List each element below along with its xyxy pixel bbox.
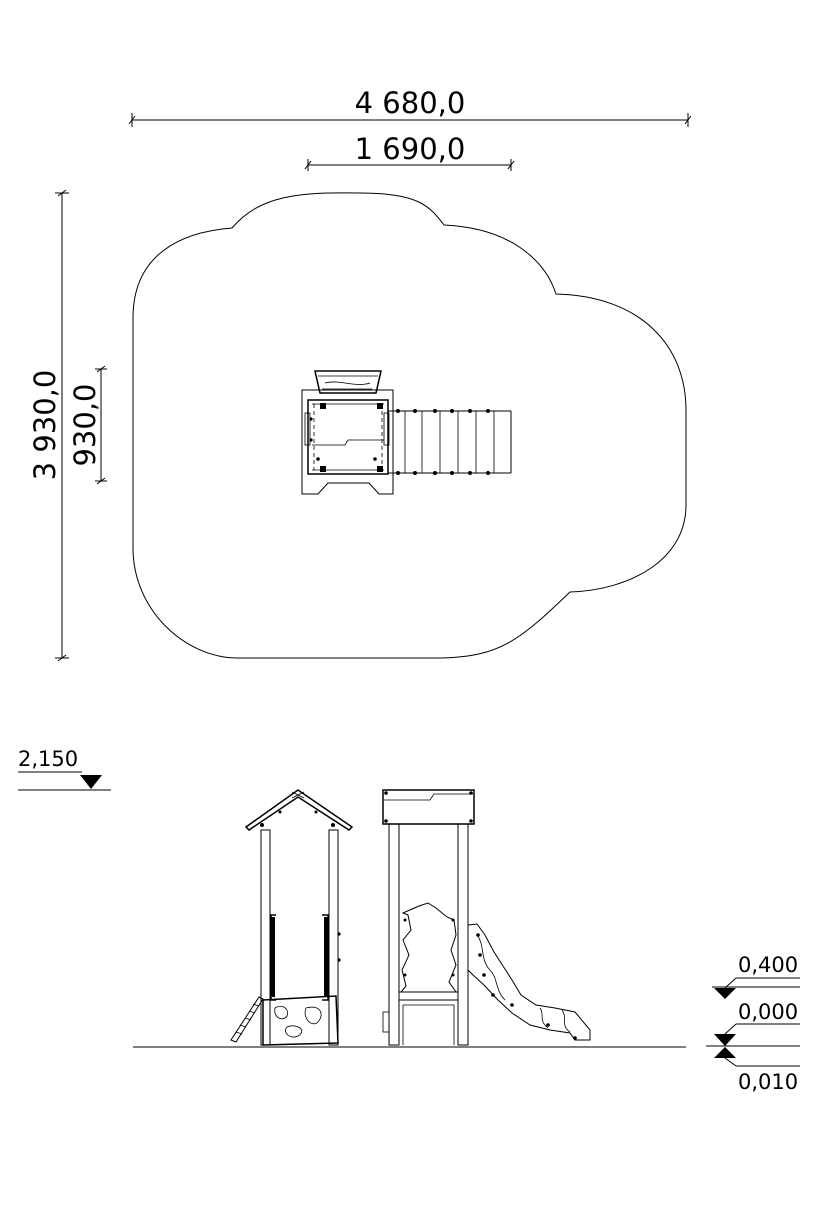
elevation-view: 2,150 — [18, 747, 800, 1094]
platform-outline — [301, 389, 394, 495]
level-marker-ground: 0,000 — [706, 1000, 800, 1058]
plan-view: 4 680,0 1 690,0 3 930,0 930,0 — [28, 86, 692, 662]
safety-zone-outline — [132, 192, 687, 659]
side-elevation-house — [230, 789, 354, 1046]
level-top-label: 2,150 — [18, 747, 78, 771]
equipment-top-view — [301, 370, 512, 495]
dimension-total-width: 4 680,0 — [128, 86, 692, 127]
dimension-total-depth-label: 3 930,0 — [28, 370, 62, 481]
level-marker-top: 2,150 — [18, 747, 111, 791]
level-platform-label: 0,400 — [738, 953, 798, 977]
dimension-total-width-label: 4 680,0 — [355, 86, 466, 120]
level-marker-platform: 0,400 — [712, 953, 800, 999]
dimension-total-depth: 3 930,0 — [28, 189, 69, 662]
front-elevation-tower — [382, 789, 591, 1046]
slide-top-view — [388, 409, 512, 475]
slide-side-view — [467, 923, 591, 1041]
tower-frame — [307, 399, 389, 475]
level-marker-surface: 0,010 — [724, 1057, 800, 1094]
dimension-equipment-width-label: 1 690,0 — [355, 132, 466, 166]
dimension-equipment-depth: 930,0 — [68, 365, 107, 485]
roof-top-view — [314, 370, 382, 394]
dimension-equipment-depth-label: 930,0 — [68, 383, 102, 466]
level-ground-label: 0,000 — [738, 1000, 798, 1024]
level-surface-label: 0,010 — [738, 1070, 798, 1094]
dimension-equipment-width: 1 690,0 — [304, 132, 515, 171]
